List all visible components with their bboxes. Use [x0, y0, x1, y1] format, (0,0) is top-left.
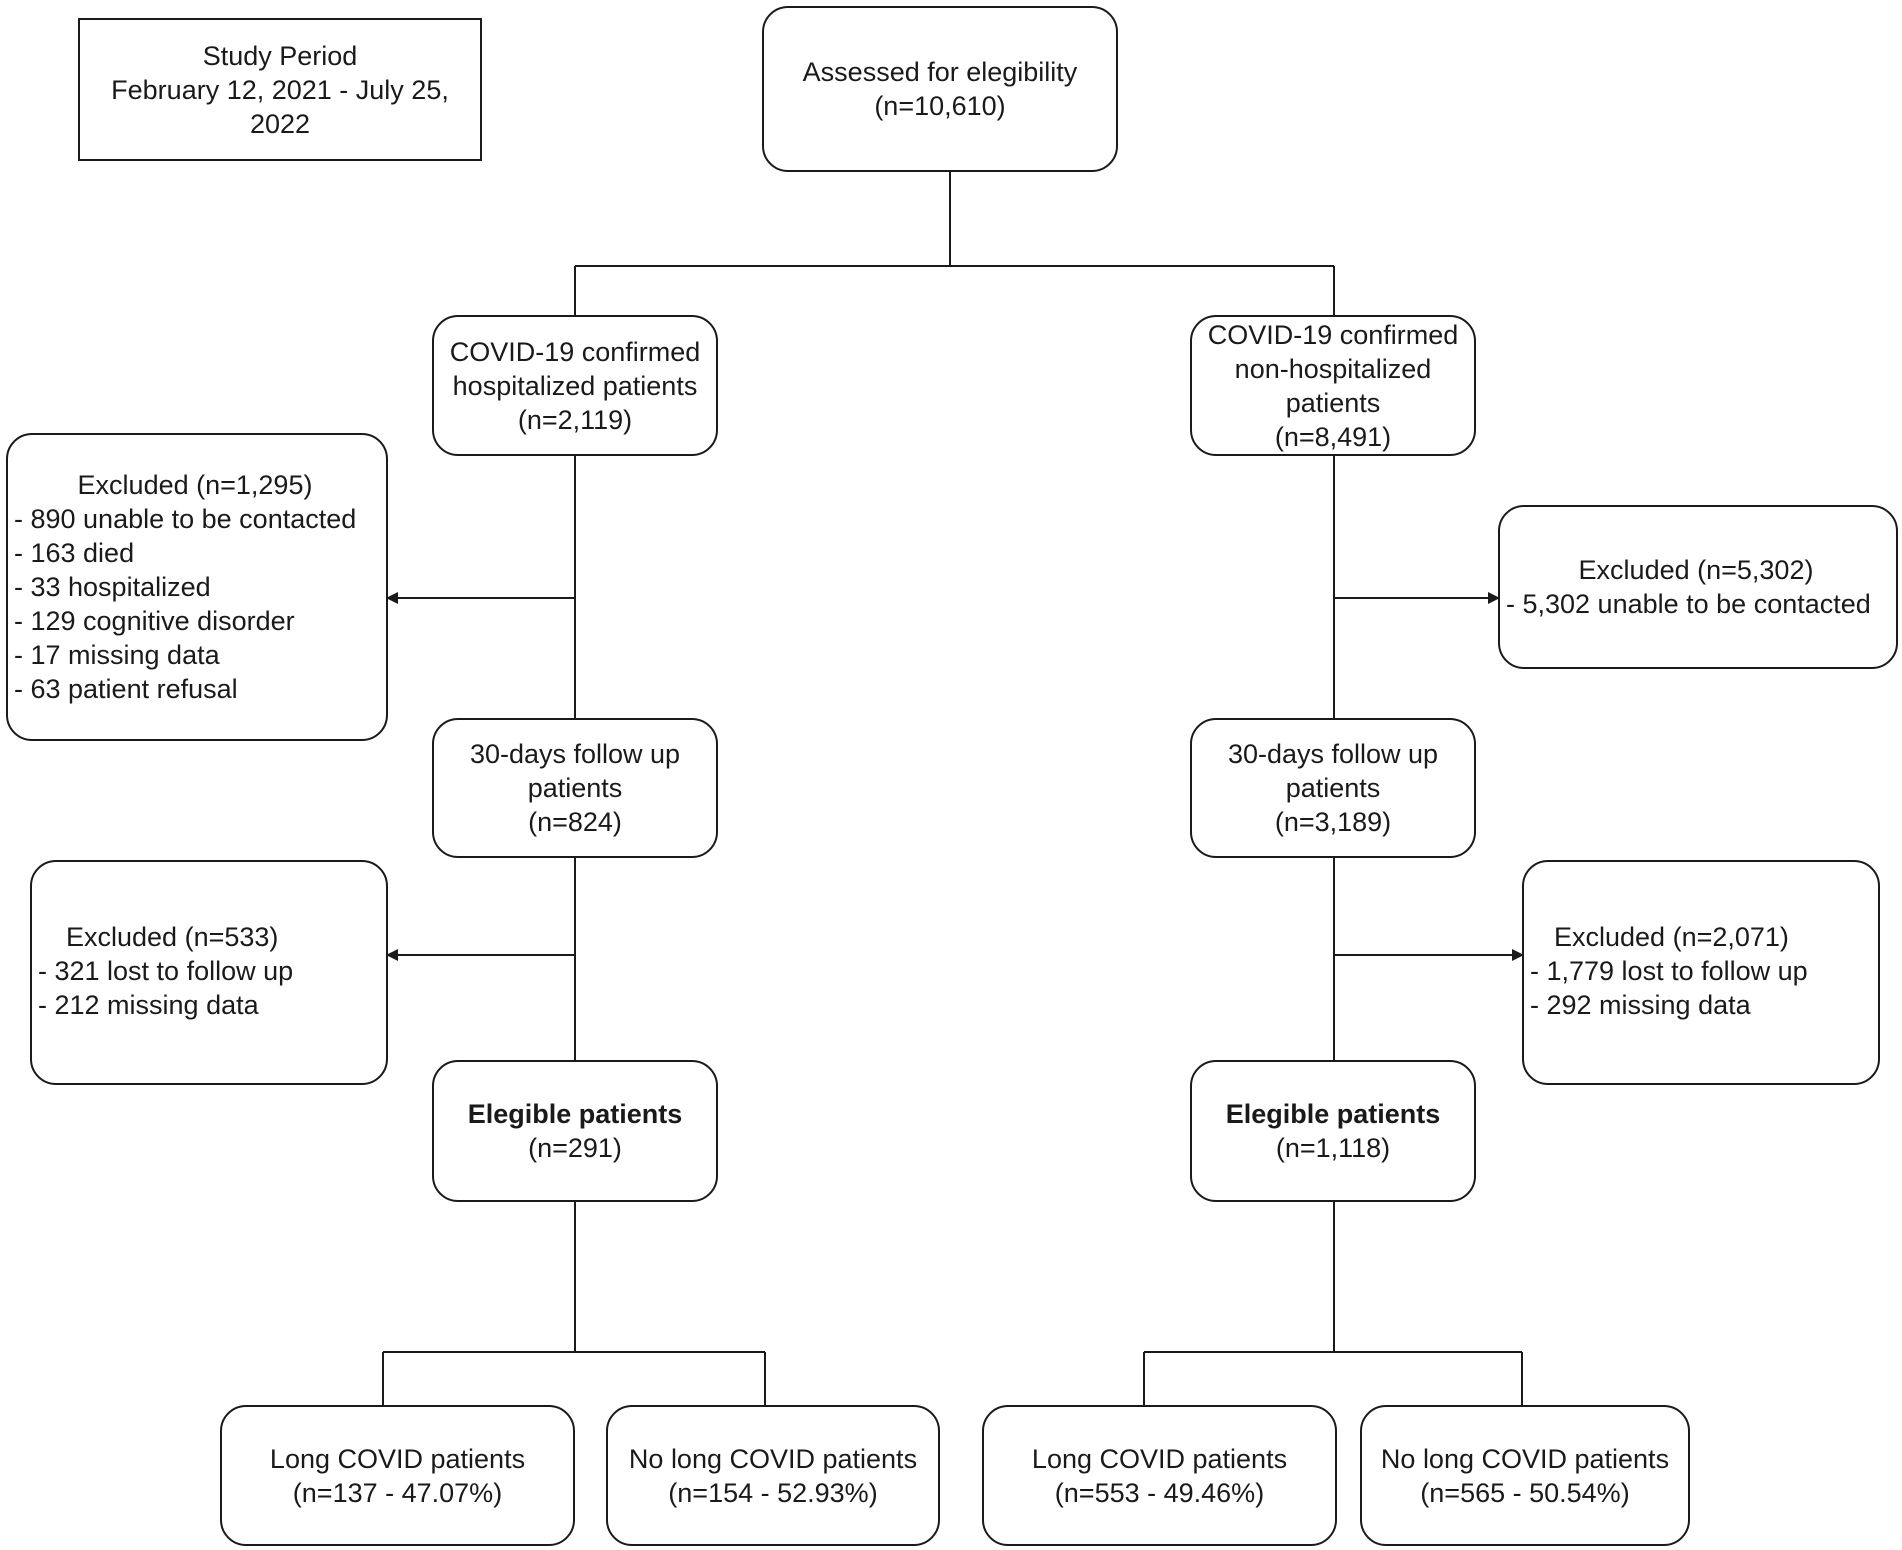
- hospitalized-line2: hospitalized patients: [452, 370, 698, 401]
- nonhosp-no-long-covid-label: No long COVID patients: [1380, 1443, 1670, 1474]
- assessed-label: Assessed for elegibility: [802, 57, 1078, 87]
- study-period-title: Study Period: [202, 40, 358, 71]
- nonhosp-excluded2-title: Excluded (n=2,071): [1554, 922, 1789, 952]
- nonhosp-no-long-covid-box: No long COVID patients (n=565 - 50.54%): [1360, 1405, 1690, 1546]
- list-item: - 5,302 unable to be contacted: [1506, 589, 1871, 619]
- hosp-eligible-label: Elegible patients: [467, 1099, 683, 1129]
- list-item: - 17 missing data: [14, 640, 220, 670]
- nonhosp-followup-box: 30-days follow up patients (n=3,189): [1190, 718, 1476, 858]
- study-period-line1: February 12, 2021 - July 25,: [111, 74, 449, 105]
- hosp-eligible-count: (n=291): [528, 1133, 622, 1163]
- list-item: - 129 cognitive disorder: [14, 606, 295, 636]
- hosp-eligible-box: Elegible patients (n=291): [432, 1060, 718, 1202]
- list-item: - 163 died: [14, 538, 135, 568]
- nonhosp-no-long-covid-count: (n=565 - 50.54%): [1420, 1477, 1630, 1508]
- list-item: - 63 patient refusal: [14, 674, 238, 704]
- study-period-line2: 2022: [249, 108, 311, 139]
- hosp-excluded2-title: Excluded (n=533): [66, 922, 279, 952]
- nonhosp-eligible-box: Elegible patients (n=1,118): [1190, 1060, 1476, 1202]
- hosp-long-covid-count: (n=137 - 47.07%): [292, 1477, 503, 1508]
- assessed-box: Assessed for elegibility (n=10,610): [762, 6, 1118, 172]
- hosp-followup-line1: 30-days follow up: [469, 739, 681, 769]
- non-hospitalized-box: COVID-19 confirmed non-hospitalized pati…: [1190, 315, 1476, 456]
- hosp-excluded1-box: Excluded (n=1,295) - 890 unable to be co…: [6, 433, 388, 741]
- hosp-no-long-covid-count: (n=154 - 52.93%): [668, 1477, 878, 1508]
- hospitalized-line1: COVID-19 confirmed: [449, 336, 701, 367]
- hospitalized-count: (n=2,119): [517, 404, 633, 435]
- non-hospitalized-line1: COVID-19 confirmed: [1207, 319, 1459, 350]
- assessed-count: (n=10,610): [874, 91, 1006, 121]
- hosp-excluded1-title: Excluded (n=1,295): [77, 470, 313, 500]
- nonhosp-followup-line2: patients: [1285, 773, 1381, 803]
- hosp-no-long-covid-box: No long COVID patients (n=154 - 52.93%): [606, 1405, 940, 1546]
- study-period-box: Study Period February 12, 2021 - July 25…: [78, 18, 482, 161]
- non-hospitalized-line2: non-hospitalized: [1234, 353, 1432, 384]
- list-item: - 321 lost to follow up: [38, 956, 294, 986]
- hosp-followup-box: 30-days follow up patients (n=824): [432, 718, 718, 858]
- nonhosp-long-covid-label: Long COVID patients: [1031, 1443, 1288, 1474]
- non-hospitalized-line3: patients: [1285, 387, 1381, 418]
- nonhosp-eligible-label: Elegible patients: [1225, 1099, 1441, 1129]
- nonhosp-excluded1-box: Excluded (n=5,302) - 5,302 unable to be …: [1498, 505, 1898, 669]
- nonhosp-long-covid-box: Long COVID patients (n=553 - 49.46%): [982, 1405, 1337, 1546]
- nonhosp-excluded1-title: Excluded (n=5,302): [1578, 555, 1814, 585]
- list-item: - 212 missing data: [38, 990, 259, 1020]
- hosp-followup-line2: patients: [527, 773, 623, 803]
- list-item: - 33 hospitalized: [14, 572, 211, 602]
- nonhosp-excluded2-box: Excluded (n=2,071) - 1,779 lost to follo…: [1522, 860, 1880, 1085]
- nonhosp-followup-line1: 30-days follow up: [1227, 739, 1439, 769]
- list-item: - 1,779 lost to follow up: [1530, 956, 1808, 986]
- hosp-long-covid-box: Long COVID patients (n=137 - 47.07%): [220, 1405, 575, 1546]
- nonhosp-followup-count: (n=3,189): [1274, 807, 1392, 837]
- nonhosp-long-covid-count: (n=553 - 49.46%): [1054, 1477, 1265, 1508]
- nonhosp-eligible-count: (n=1,118): [1275, 1133, 1391, 1163]
- hosp-no-long-covid-label: No long COVID patients: [628, 1443, 918, 1474]
- list-item: - 890 unable to be contacted: [14, 504, 357, 534]
- hosp-followup-count: (n=824): [528, 807, 622, 837]
- hosp-long-covid-label: Long COVID patients: [269, 1443, 526, 1474]
- list-item: - 292 missing data: [1530, 990, 1751, 1020]
- non-hospitalized-count: (n=8,491): [1274, 421, 1392, 452]
- hosp-excluded2-box: Excluded (n=533) - 321 lost to follow up…: [30, 860, 388, 1085]
- hospitalized-box: COVID-19 confirmed hospitalized patients…: [432, 315, 718, 456]
